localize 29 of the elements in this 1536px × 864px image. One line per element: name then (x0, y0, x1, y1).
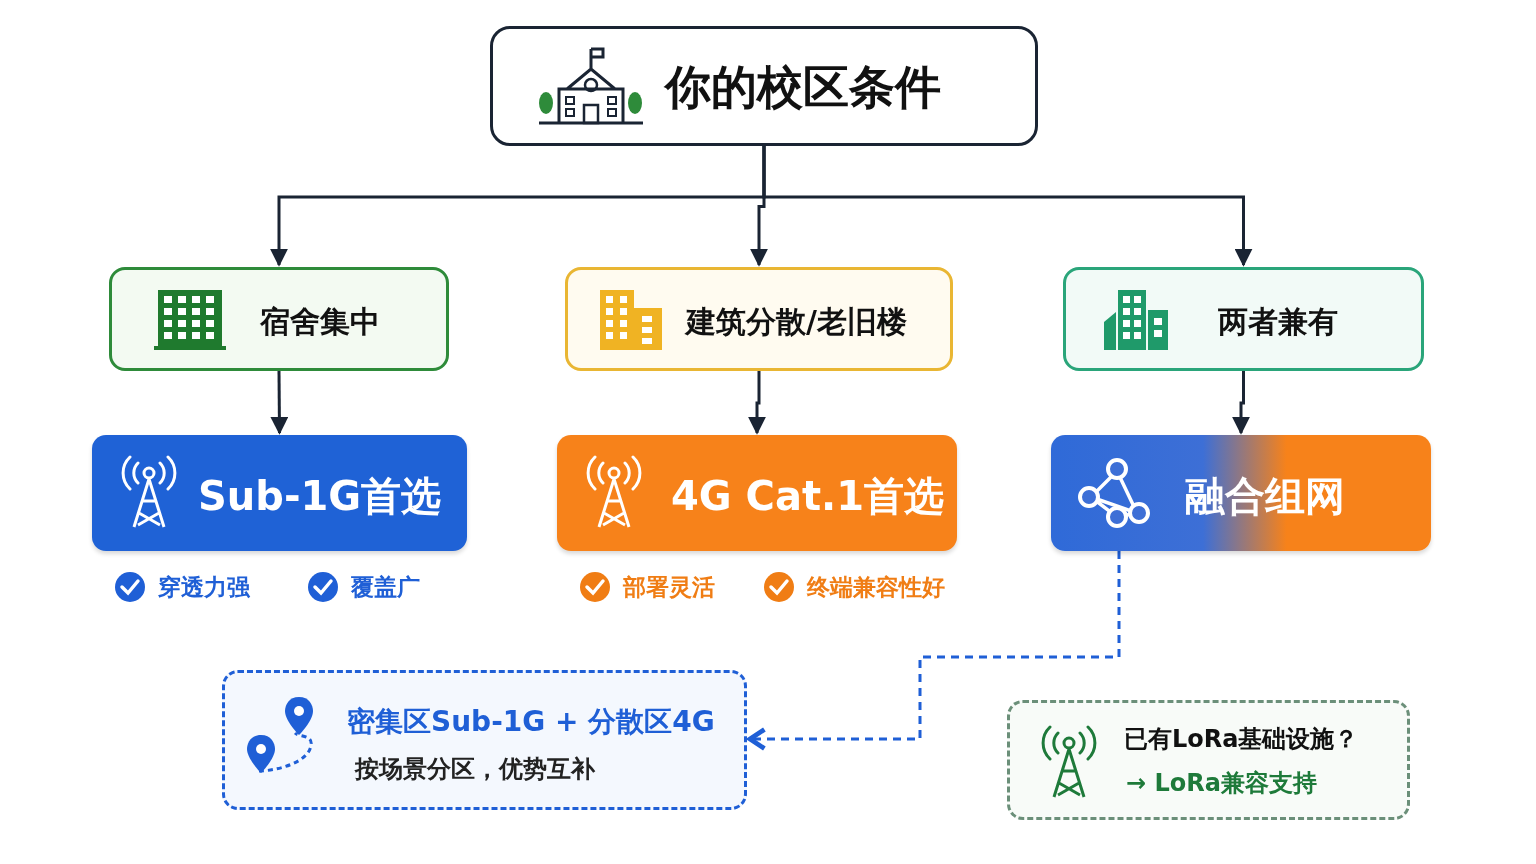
note-text: 按场景分区，优势互补 (355, 754, 595, 785)
arrow (748, 371, 766, 435)
condition-box (109, 267, 449, 371)
arrow (270, 371, 289, 435)
condition-label: 建筑分散/老旧楼 (686, 303, 907, 341)
condition-label: 两者兼有 (1218, 303, 1338, 341)
note-heading: 密集区Sub-1G + 分散区4G (347, 704, 715, 740)
title-box (490, 26, 1038, 146)
condition-box (1063, 267, 1424, 371)
arrow (762, 146, 1253, 267)
note-box (1007, 700, 1410, 820)
option-box (1051, 435, 1431, 551)
feature-label: 覆盖广 (351, 573, 420, 602)
note-box (222, 670, 747, 810)
title-text: 你的校区条件 (665, 59, 941, 116)
note-heading: 已有LoRa基础设施？ (1124, 724, 1359, 755)
condition-label: 宿舍集中 (260, 303, 380, 341)
option-label: 4G Cat.1首选 (671, 472, 945, 521)
option-label: Sub-1G首选 (198, 472, 442, 521)
option-box (557, 435, 957, 551)
feature-label: 穿透力强 (158, 573, 250, 602)
condition-box (565, 267, 953, 371)
arrow (1232, 371, 1250, 435)
note-text: → LoRa兼容支持 (1126, 768, 1317, 799)
arrow (747, 551, 1121, 751)
feature-label: 部署灵活 (623, 573, 715, 602)
feature-label: 终端兼容性好 (807, 573, 945, 602)
option-label: 融合组网 (1185, 472, 1345, 521)
option-box (92, 435, 467, 551)
